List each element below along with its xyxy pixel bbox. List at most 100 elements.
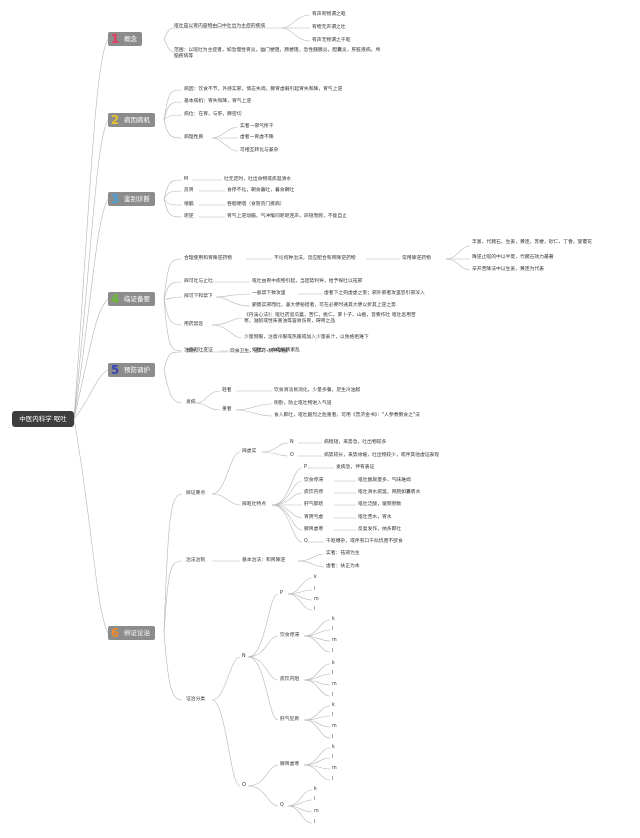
syndrome-type[interactable]: 痰饮内停 [304,490,324,495]
notes-complication-text[interactable]: 如脱水，水电解质紊乱 [252,348,300,353]
group-label[interactable]: Q [280,803,284,808]
diagnosis-key[interactable]: 呃逆 [184,214,194,219]
diagnosis-value[interactable]: 吐无定时，吐出食物或痰涎清水 [224,177,292,182]
onset-light-label[interactable]: 轻者 [222,388,232,393]
syndrome-deficiency-label[interactable]: 辨虚实 [242,449,257,454]
branch-etiology[interactable]: 2 病因病机 [108,113,155,127]
group-item[interactable]: m [314,597,319,602]
onset-heavy-label[interactable]: 重者 [222,407,232,412]
group-item[interactable]: l [332,649,334,654]
notes-drug-label[interactable]: 合理使用和胃降逆药物 [184,256,232,261]
notes-complication-label[interactable]: 注意呕吐变证 [184,348,213,353]
notes-drug-principle[interactable]: 不论何种治法，皆应配合和胃降逆药物 [274,256,356,261]
syndrome-O-text[interactable]: 病势较长，来势徐缓，吐出物较少，或伴其他虚证表现 [324,453,440,458]
group-item[interactable]: k [314,787,317,792]
notes-purge-exception[interactable]: 腑肠实邪而吐，兼大便秘结者，可在必要时通其大便以折其上逆之势 [252,303,396,308]
onset-heavy-text[interactable]: 食入即吐，呕吐剧烈之危重者，可用《普济金书》："人参煮粥食之"法 [274,413,420,418]
notes-taboo-dosing[interactable]: 少量频服，注意冷服或热服或加入少量姜汁，以免格拒难下 [244,335,369,340]
diagnosis-key[interactable]: 噎膈 [184,202,194,207]
etiology-cause[interactable]: 病因：饮食不节，外感实邪，情志失调，脾胃虚弱引起胃失和降，胃气上逆 [184,87,343,92]
group-item[interactable]: m [332,724,337,729]
classification-label[interactable]: 证治分类 [186,697,206,702]
group-label[interactable]: 痰饮内阻 [280,677,300,682]
group-item[interactable]: l [332,713,334,718]
group-item[interactable]: m [332,766,337,771]
group-item[interactable]: m [332,638,337,643]
syndrome-N[interactable]: N [290,440,294,445]
syndrome-type[interactable]: 脾胃虚寒 [304,527,324,532]
group-item[interactable]: l [314,820,316,825]
notes-purge-rule[interactable]: 一般禁下致攻里 [252,291,286,296]
onset-light-text[interactable]: 饮食清淡易消化，少量多餐，足生冷油腻 [274,388,361,393]
etiology-nature[interactable]: 虚者一胃虚不降 [240,135,274,140]
branch-diagnosis[interactable]: 3 鉴别诊断 [108,192,155,206]
group-label[interactable]: P [280,591,283,596]
branch-clinical-notes[interactable]: 4 临证备要 [108,292,155,306]
concept-sub[interactable]: 有物无声谓之吐 [312,25,346,30]
concept-sub[interactable]: 有声有物谓之呕 [312,12,346,17]
treatment-excess[interactable]: 实者：祛邪为主 [326,551,360,556]
syndrome-type-text[interactable]: 呕吐苦水，胃水 [358,515,392,520]
onset-label[interactable]: 发病 [186,400,196,405]
notes-taboo-text[interactable]: 《丹溪心法》：呕吐药忌瓜蒌，苦仁，桃仁，萝卜子，山栀，皆要作吐 呕吐忌用苦寒，滋… [244,313,416,324]
diagnosis-key[interactable]: 反胃 [184,188,194,193]
syndrome-key-label[interactable]: 辨证要点 [186,491,206,496]
notes-common-drugs[interactable]: 常用降逆药物 [402,256,431,261]
branch-concept[interactable]: 1 概念 [108,32,142,46]
syndrome-P-text[interactable]: 发病急，伴有表证 [336,465,375,470]
syndrome-Q-text[interactable]: 干呕嘈杂，或伴有口干似饥而不欲食 [326,539,403,544]
notes-purge-label[interactable]: 辨可下和禁下 [184,294,213,299]
etiology-nature[interactable]: 可相互转化与兼杂 [240,148,279,153]
group-label[interactable]: 肝气犯胃 [280,717,300,722]
group-item[interactable]: m [332,682,337,687]
group-item[interactable]: l [332,755,334,760]
syndrome-type[interactable]: 饮食停滞 [304,478,324,483]
treatment-label[interactable]: 治法治则 [186,558,206,563]
group-item[interactable]: l [332,693,334,698]
diagnosis-key[interactable]: M [184,177,189,182]
notes-drug-best[interactable]: 降逆止呕的中以半夏，代赭石效力最著 [472,255,554,260]
branch-prevention[interactable]: 5 预防调护 [108,363,155,377]
notes-drug-list[interactable]: 丰富，代赭石，生姜，黄连，苏梗，砂仁，丁香，旋覆花 [472,240,592,245]
branch-syndrome[interactable]: 6 辨证论治 [108,626,155,640]
group-item[interactable]: l [332,735,334,740]
diagnosis-value[interactable]: 胃气上逆动膈，气冲喉间呃呃连声，声短而频，不能自止 [227,214,347,219]
group-item[interactable]: l [314,607,316,612]
etiology-nature[interactable]: 实者一邪气所干 [240,124,274,129]
group-item[interactable]: l [332,777,334,782]
group-item[interactable]: k [332,617,335,622]
notes-purge-detail[interactable]: 虚者下之则虚虚之害；邪外邪者攻里恐引邪深入 [324,291,425,296]
group-item[interactable]: l [332,627,334,632]
concept-definition[interactable]: 呕吐是以胃内容物由口中吐出为主症的疾病 [174,24,266,29]
group-item[interactable]: k [314,575,317,580]
group-item[interactable]: m [314,809,319,814]
root-topic[interactable]: 中医内科学 呕吐 [12,411,74,427]
prevention-label[interactable]: 预防 [186,349,196,354]
treatment-text[interactable]: 基本治法：和胃降逆 [242,558,286,563]
syndrome-type-text[interactable]: 呕吐清水痰涎，胃脘如囊裹水 [358,490,421,495]
group-label[interactable]: 饮食停滞 [280,633,300,638]
classification-N[interactable]: N [242,654,246,659]
group-item[interactable]: k [332,661,335,666]
group-item[interactable]: l [332,671,334,676]
group-item[interactable]: k [332,703,335,708]
diagnosis-value[interactable]: 食停不化，朝食暮吐，暮食朝吐 [227,188,295,193]
syndrome-O[interactable]: O [290,453,294,458]
concept-sub[interactable]: 有声无物谓之干呕 [312,38,351,43]
syndrome-N-text[interactable]: 病程短，来势急，吐出物较多 [324,440,387,445]
syndrome-type[interactable]: 肝气郁结 [304,502,324,507]
notes-emesis-text[interactable]: 呕吐由胃中痰物引起，当因势利导，给予探吐以祛邪 [252,279,363,284]
treatment-deficiency[interactable]: 虚者：扶正为本 [326,564,360,569]
syndrome-types-label[interactable]: 辨呕吐特点 [242,502,266,507]
group-item[interactable]: k [332,745,335,750]
onset-heavy-text[interactable]: 侧卧，防止呕吐物进入气道 [274,401,332,406]
prevention-text[interactable]: 饮食卫生，忌口，精神调摄 [230,349,288,354]
diagnosis-value[interactable]: 吞咽哽咽（食管贲门疾病） [227,202,285,207]
syndrome-type[interactable]: 胃阴亏虚 [304,515,324,520]
notes-taboo-label[interactable]: 用药禁忌 [184,322,204,327]
notes-drug-pair[interactable]: 辛开苦降法中以生姜，黄连为代表 [472,267,544,272]
concept-scope[interactable]: 范围：以呕吐为主症者，如急慢性胃炎，幽门梗阻，肠梗阻，急性胰腺炎，胆囊炎，肝脏疾… [174,48,381,59]
etiology-basic[interactable]: 基本病机：胃失和降，胃气上逆 [184,99,252,104]
etiology-location[interactable]: 病位：在胃，与肝，脾密切 [184,112,242,117]
group-item[interactable]: l [314,587,316,592]
